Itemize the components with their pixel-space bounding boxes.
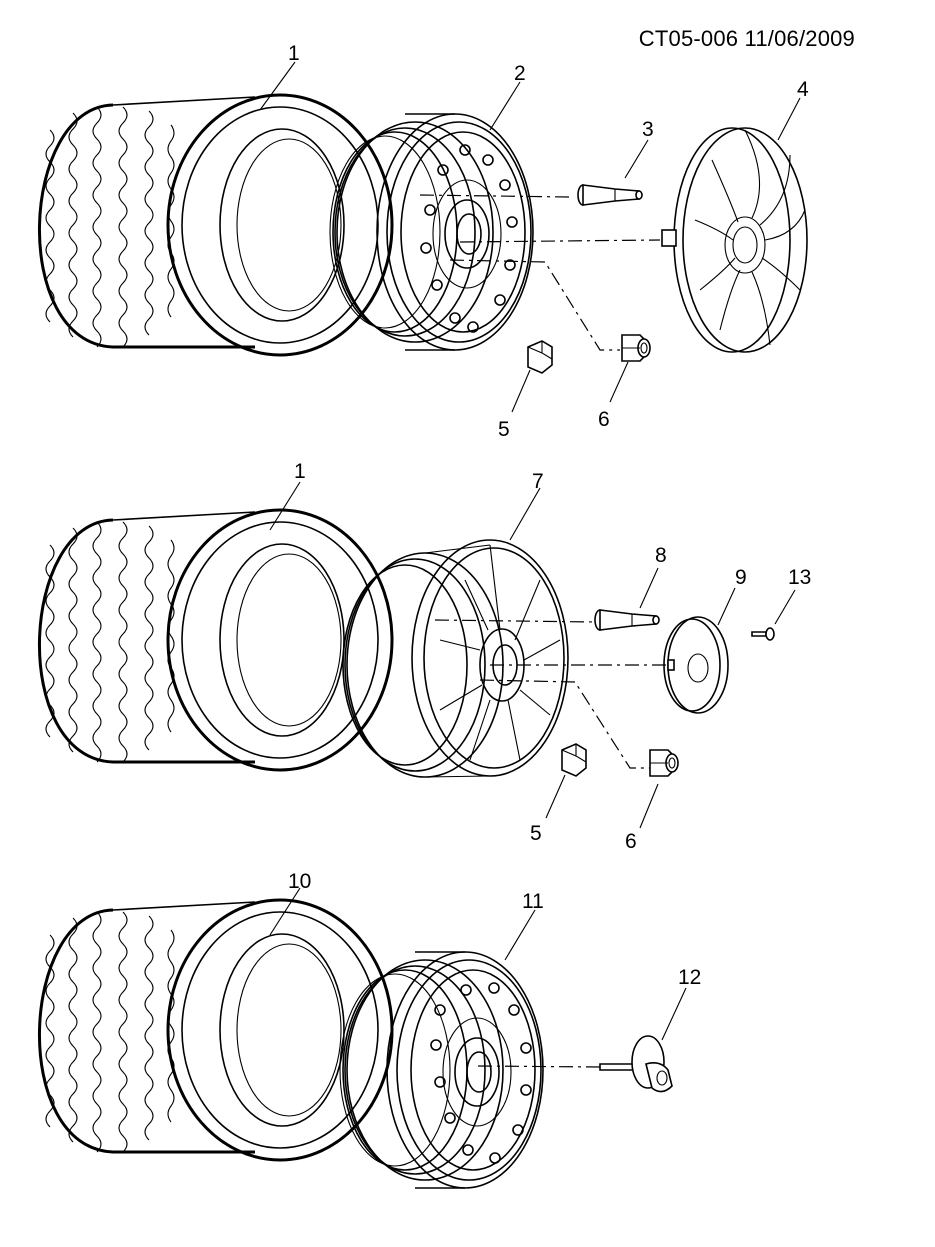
callout-12: 12 xyxy=(678,966,701,989)
spare-wheel xyxy=(339,951,544,1189)
callout-7: 7 xyxy=(532,470,544,493)
callout-9: 9 xyxy=(735,566,747,589)
alloy-wheel xyxy=(342,539,569,778)
tire-spare xyxy=(37,898,394,1162)
callout-3: 3 xyxy=(642,118,654,141)
balance-weight-middle xyxy=(561,743,587,777)
callout-2: 2 xyxy=(514,62,526,85)
tire-top xyxy=(37,93,394,357)
center-cap xyxy=(663,616,729,714)
callout-6-middle: 6 xyxy=(625,830,637,853)
callout-1-middle: 1 xyxy=(294,460,306,483)
valve-top xyxy=(577,184,643,206)
tire-middle xyxy=(37,508,394,772)
hubcap xyxy=(661,127,808,353)
screw xyxy=(751,627,775,641)
callout-4: 4 xyxy=(797,78,809,101)
callout-10: 10 xyxy=(288,870,311,893)
spare-hold-down xyxy=(599,1035,673,1093)
callout-8: 8 xyxy=(655,544,667,567)
lug-nut-top xyxy=(621,334,651,362)
callout-1-top: 1 xyxy=(288,42,300,65)
steel-wheel-top xyxy=(329,113,534,351)
balance-weight-top xyxy=(527,340,553,374)
callout-11: 11 xyxy=(522,890,544,913)
valve-middle xyxy=(594,609,660,631)
callout-5-middle: 5 xyxy=(530,822,542,845)
drawing-code: CT05-006 11/06/2009 xyxy=(638,26,855,51)
lug-nut-middle xyxy=(649,749,679,777)
callout-5-top: 5 xyxy=(498,418,510,441)
callout-13: 13 xyxy=(788,566,811,589)
callout-6-top: 6 xyxy=(598,408,610,431)
